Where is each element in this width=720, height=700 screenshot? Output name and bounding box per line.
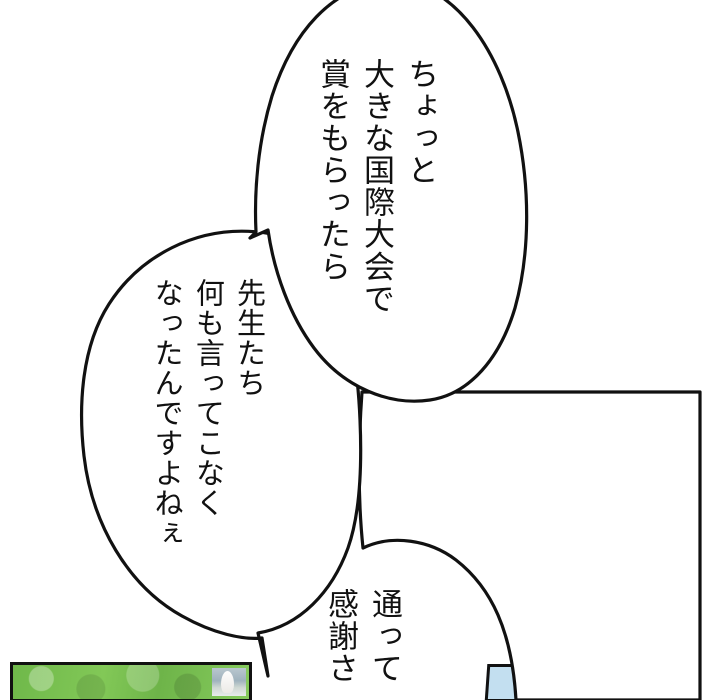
speech-bubble-top-text: ちょっと 大きな国際大会で 賞をもらったら [310, 58, 442, 315]
speech-bubble-bottom-text: 通って 感謝さ [318, 588, 406, 684]
speech-bubble-bottom-shape [357, 390, 702, 700]
bubble-top-column-3: 賞をもらったら [314, 58, 351, 283]
speech-bubble-top-shape [248, 0, 529, 403]
panel-sky-region [212, 668, 246, 696]
bubble-middle-column-2: 何も言ってこなく [191, 278, 226, 519]
bubble-top-column-1: ちょっと [402, 58, 439, 187]
bubble-top-column-2: 大きな国際大会で [358, 58, 395, 315]
bubble-bottom-column-1: 通って [366, 588, 403, 685]
photo-panel-green-field [10, 662, 252, 700]
speech-bubble-middle-text: 先生たち 何も言ってこなく なったんですよねぇ [146, 278, 270, 548]
bubble-middle-column-1: 先生たち [232, 278, 267, 399]
panel-figure-silhouette [221, 671, 234, 693]
bubble-bottom-column-2: 感謝さ [322, 588, 359, 685]
bubble-middle-column-3: なったんですよねぇ [150, 278, 185, 549]
